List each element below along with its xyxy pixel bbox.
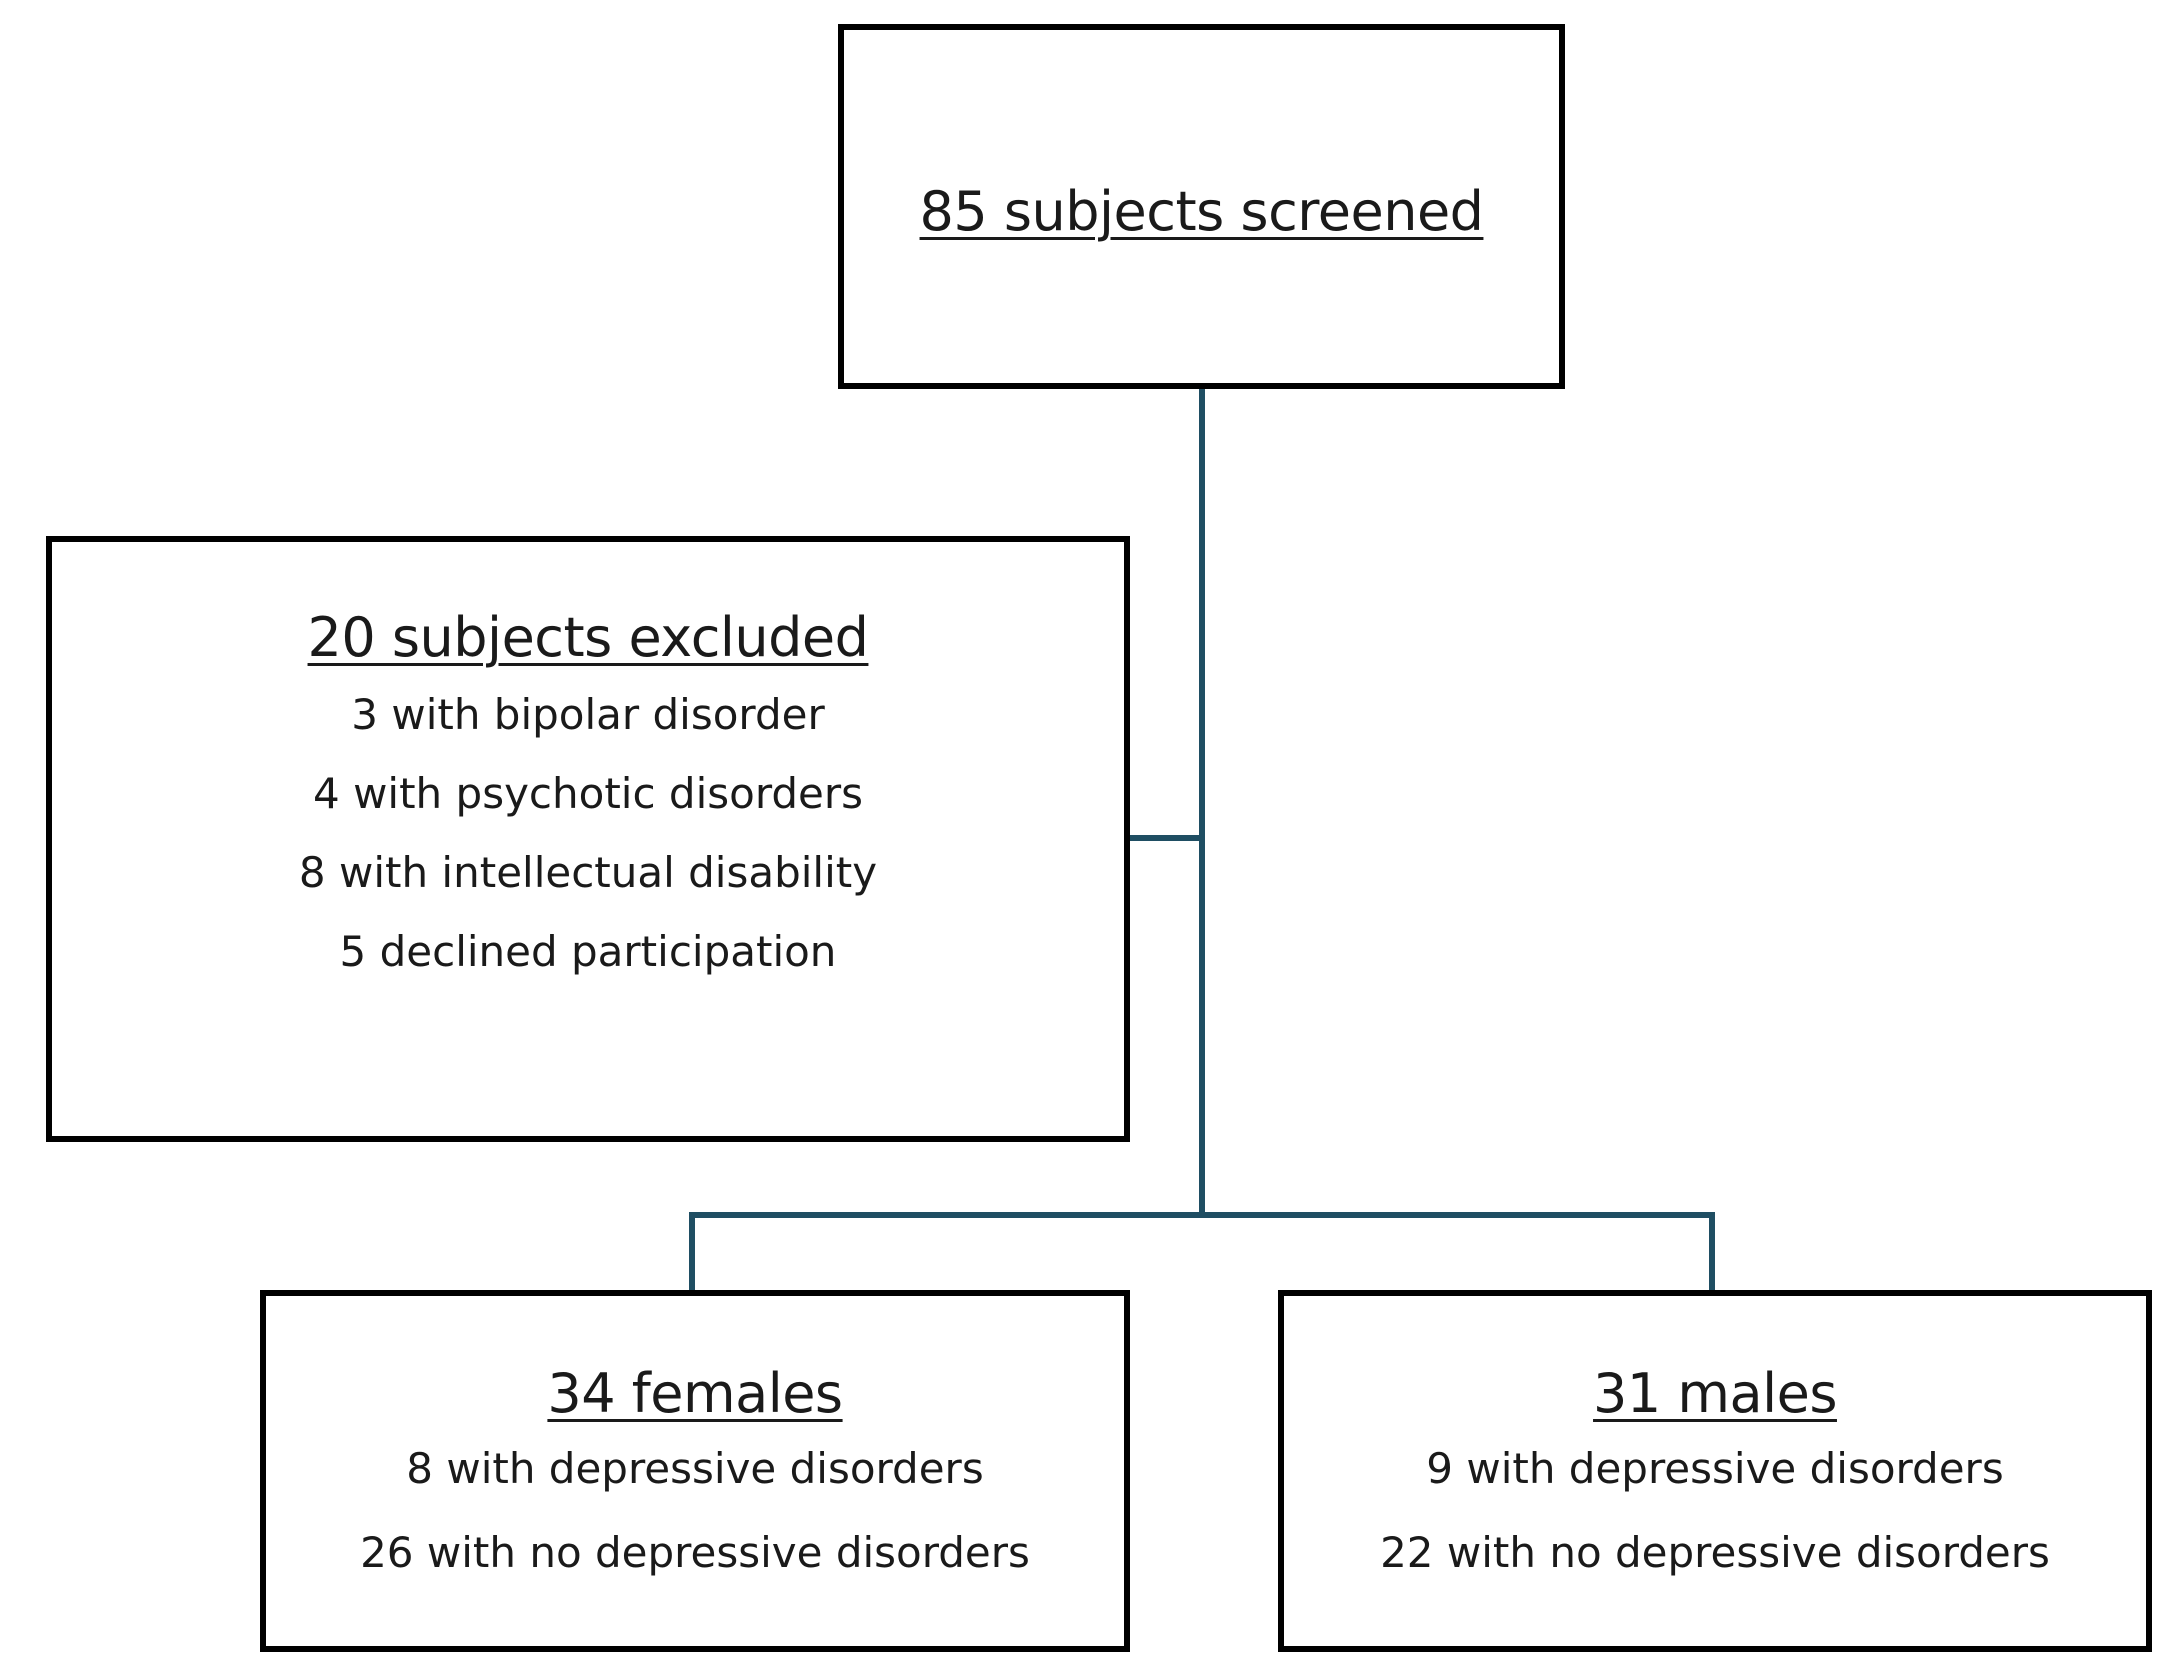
females-item-depressive: 8 with depressive disorders [406, 1444, 984, 1493]
screened-box: 85 subjects screened [838, 24, 1565, 389]
excluded-item-psychotic: 4 with psychotic disorders [313, 769, 863, 818]
males-item-no-depressive: 22 with no depressive disorders [1380, 1528, 2050, 1577]
excluded-box: 20 subjects excluded 3 with bipolar diso… [46, 536, 1130, 1142]
males-box: 31 males 9 with depressive disorders 22 … [1278, 1290, 2152, 1652]
screened-title: 85 subjects screened [919, 180, 1484, 243]
males-title: 31 males [1593, 1362, 1837, 1425]
females-title: 34 females [547, 1362, 843, 1425]
males-item-depressive: 9 with depressive disorders [1426, 1444, 2004, 1493]
females-item-no-depressive: 26 with no depressive disorders [360, 1528, 1030, 1577]
excluded-item-declined: 5 declined participation [339, 927, 837, 976]
females-box: 34 females 8 with depressive disorders 2… [260, 1290, 1130, 1652]
excluded-item-intellectual: 8 with intellectual disability [298, 848, 878, 897]
excluded-item-bipolar: 3 with bipolar disorder [351, 690, 825, 739]
excluded-title: 20 subjects excluded [307, 606, 869, 669]
